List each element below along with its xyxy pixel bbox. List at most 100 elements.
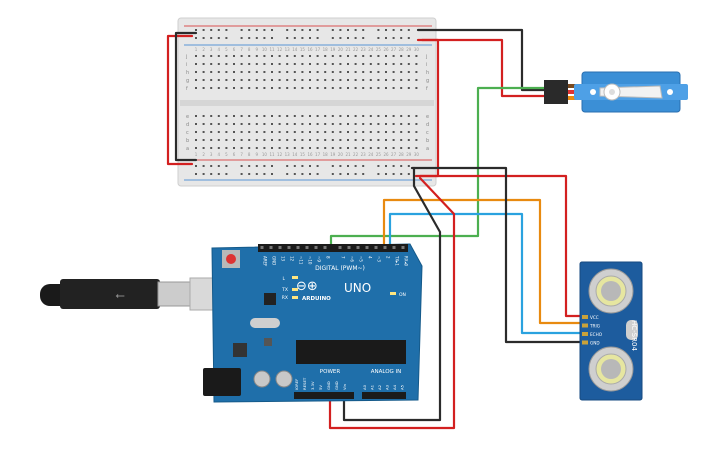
breadboard-hole (362, 37, 365, 39)
breadboard-hole (339, 131, 342, 133)
breadboard-hole (271, 55, 273, 57)
breadboard-hole (331, 139, 334, 141)
breadboard-hole (278, 71, 281, 73)
digital-pin[interactable] (314, 246, 318, 249)
breadboard-hole (195, 37, 197, 39)
breadboard-hole (324, 63, 327, 65)
breadboard-hole (309, 71, 311, 73)
breadboard-hole (385, 29, 387, 31)
digital-pin[interactable] (383, 246, 387, 249)
power-label: POWER (320, 369, 341, 375)
breadboard-hole (392, 139, 395, 141)
breadboard-hole (309, 139, 311, 141)
column-number: 24 (368, 152, 374, 157)
breadboard-hole (354, 29, 357, 31)
digital-pin[interactable] (269, 246, 273, 249)
breadboard-hole (202, 37, 205, 39)
column-number: 4 (218, 47, 221, 52)
column-number: 3 (210, 152, 213, 157)
digital-pin-label: RX◂0 (404, 256, 409, 267)
row-letter: h (426, 70, 429, 76)
digital-pin[interactable] (296, 246, 300, 249)
breadboard-hole (248, 63, 251, 65)
column-number: 11 (269, 47, 275, 52)
digital-pin[interactable] (365, 246, 369, 249)
digital-pin-label: ~3 (377, 256, 382, 262)
breadboard-hole (407, 147, 410, 149)
led-label-on: ON (399, 292, 406, 298)
breadboard-hole (407, 63, 410, 65)
breadboard-hole (339, 29, 342, 31)
digital-pin[interactable] (356, 246, 360, 249)
sensor-pin-label: VCC (590, 315, 599, 320)
sensor-pin[interactable] (582, 340, 588, 345)
digital-pin[interactable] (260, 246, 264, 249)
breadboard-hole (385, 147, 387, 149)
breadboard-hole (240, 123, 243, 125)
breadboard-hole (400, 37, 403, 39)
digital-header-label: DIGITAL (PWM~) (315, 265, 365, 272)
digital-pin[interactable] (305, 246, 309, 249)
breadboard-hole (339, 173, 342, 175)
breadboard-hole (202, 139, 205, 141)
breadboard-hole (286, 37, 289, 39)
breadboard-hole (392, 79, 395, 81)
row-letter: e (426, 114, 429, 120)
sensor-pin[interactable] (582, 323, 588, 328)
column-number: 25 (376, 47, 382, 52)
digital-pin-label: 8 (326, 256, 331, 259)
breadboard-hole (309, 87, 311, 89)
breadboard-hole (385, 115, 387, 117)
digital-pin[interactable] (323, 246, 327, 249)
sensor-pin[interactable] (582, 315, 588, 319)
breadboard-hole (233, 79, 235, 81)
breadboard-hole (339, 147, 342, 149)
smd-component (264, 338, 272, 346)
digital-pin[interactable] (347, 246, 351, 249)
breadboard-hole (286, 87, 289, 89)
breadboard-hole (377, 29, 380, 31)
breadboard-hole (377, 87, 380, 89)
breadboard-hole (255, 87, 258, 89)
column-number: 30 (414, 152, 420, 157)
wire-red-vcc (414, 174, 582, 318)
digital-pin-label: TX▸1 (395, 255, 400, 266)
column-number: 14 (292, 47, 298, 52)
breadboard-hole (293, 79, 296, 81)
digital-pin[interactable] (338, 246, 342, 249)
analog-pin-label: A4 (392, 384, 397, 390)
breadboard-hole (255, 71, 258, 73)
breadboard-hole (195, 165, 197, 167)
breadboard-hole (195, 173, 197, 175)
breadboard-hole (286, 63, 289, 65)
breadboard-hole (233, 131, 235, 133)
breadboard-hole (392, 71, 395, 73)
breadboard-hole (316, 63, 319, 65)
column-number: 29 (406, 47, 412, 52)
column-number: 15 (300, 47, 306, 52)
breadboard-hole (202, 79, 205, 81)
digital-pin[interactable] (374, 246, 378, 249)
breadboard-hole (347, 165, 349, 167)
column-number: 6 (233, 152, 236, 157)
breadboard-hole (331, 123, 334, 125)
digital-pin[interactable] (278, 246, 282, 249)
wire-red-left-rails (166, 34, 194, 166)
wires (166, 28, 582, 430)
digital-header (258, 244, 408, 252)
digital-pin[interactable] (401, 246, 405, 249)
digital-pin[interactable] (287, 246, 291, 249)
breadboard-hole (202, 147, 205, 149)
breadboard-hole (217, 63, 220, 65)
sensor-pin[interactable] (582, 332, 588, 336)
breadboard-hole (195, 71, 197, 73)
digital-pin-label: 4 (368, 256, 373, 259)
breadboard-hole (347, 139, 349, 141)
breadboard-hole (354, 79, 357, 81)
digital-pin[interactable] (392, 246, 396, 249)
breadboard-hole (407, 29, 410, 31)
analog-pin-label: A5 (400, 384, 405, 390)
breadboard-hole (377, 71, 380, 73)
